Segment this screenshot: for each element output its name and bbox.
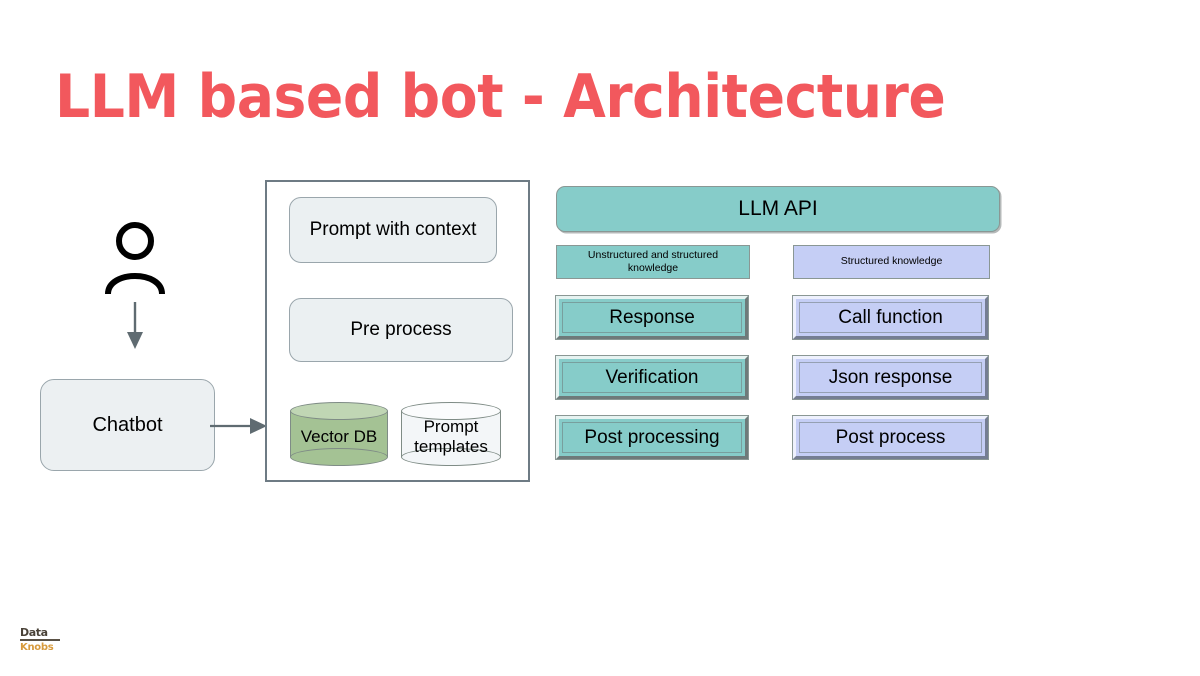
datastore-vector-db[interactable]: Vector DB [290, 402, 388, 466]
llm-step-post-process[interactable]: Post process [792, 415, 989, 460]
llm-step-label: Call function [838, 306, 943, 328]
brand-logo-top-text: Data [20, 627, 60, 641]
right-arrow-icon [210, 418, 267, 434]
cylinder-top-ellipse [401, 402, 501, 420]
down-arrow-icon [127, 302, 143, 349]
brand-logo-bottom-text: Knobs [20, 642, 54, 653]
person-icon [105, 222, 165, 294]
llm-step-label: Post process [835, 426, 946, 448]
datastore-label: Vector DB [300, 426, 378, 446]
pipeline-step-pre-process[interactable]: Pre process [289, 298, 513, 362]
llm-step-label: Json response [828, 366, 953, 388]
cylinder-top-ellipse [290, 402, 388, 420]
llm-step-post-processing[interactable]: Post processing [555, 415, 749, 460]
brand-logo: Data Knobs [20, 627, 64, 653]
pipeline-step-label: Prompt with context [309, 219, 477, 241]
knowledge-label-text: Structured knowledge [840, 255, 943, 268]
page-title: LLM based bot - Architecture [55, 62, 946, 132]
datastore-prompt-templates[interactable]: Prompt templates [401, 402, 501, 466]
knowledge-label-text: Unstructured and structured knowledge [587, 248, 719, 274]
llm-step-response[interactable]: Response [555, 295, 749, 340]
knowledge-label-structured: Structured knowledge [793, 245, 990, 279]
chatbot-node[interactable]: Chatbot [40, 379, 215, 471]
datastore-label: Prompt templates [414, 416, 488, 456]
cylinder-bottom-ellipse [401, 448, 501, 466]
llm-step-json-response[interactable]: Json response [792, 355, 989, 400]
llm-step-label: Response [609, 306, 695, 328]
llm-step-label: Verification [605, 366, 699, 388]
pipeline-step-label: Pre process [350, 319, 452, 341]
llm-api-node[interactable]: LLM API [556, 186, 1000, 232]
llm-step-call-function[interactable]: Call function [792, 295, 989, 340]
chatbot-label: Chatbot [92, 413, 163, 436]
llm-api-label: LLM API [738, 197, 818, 220]
pipeline-step-prompt-with-context[interactable]: Prompt with context [289, 197, 497, 263]
llm-step-label: Post processing [584, 426, 720, 448]
knowledge-label-unstructured-and-structured: Unstructured and structured knowledge [556, 245, 750, 279]
llm-step-verification[interactable]: Verification [555, 355, 749, 400]
cylinder-bottom-ellipse [290, 448, 388, 466]
